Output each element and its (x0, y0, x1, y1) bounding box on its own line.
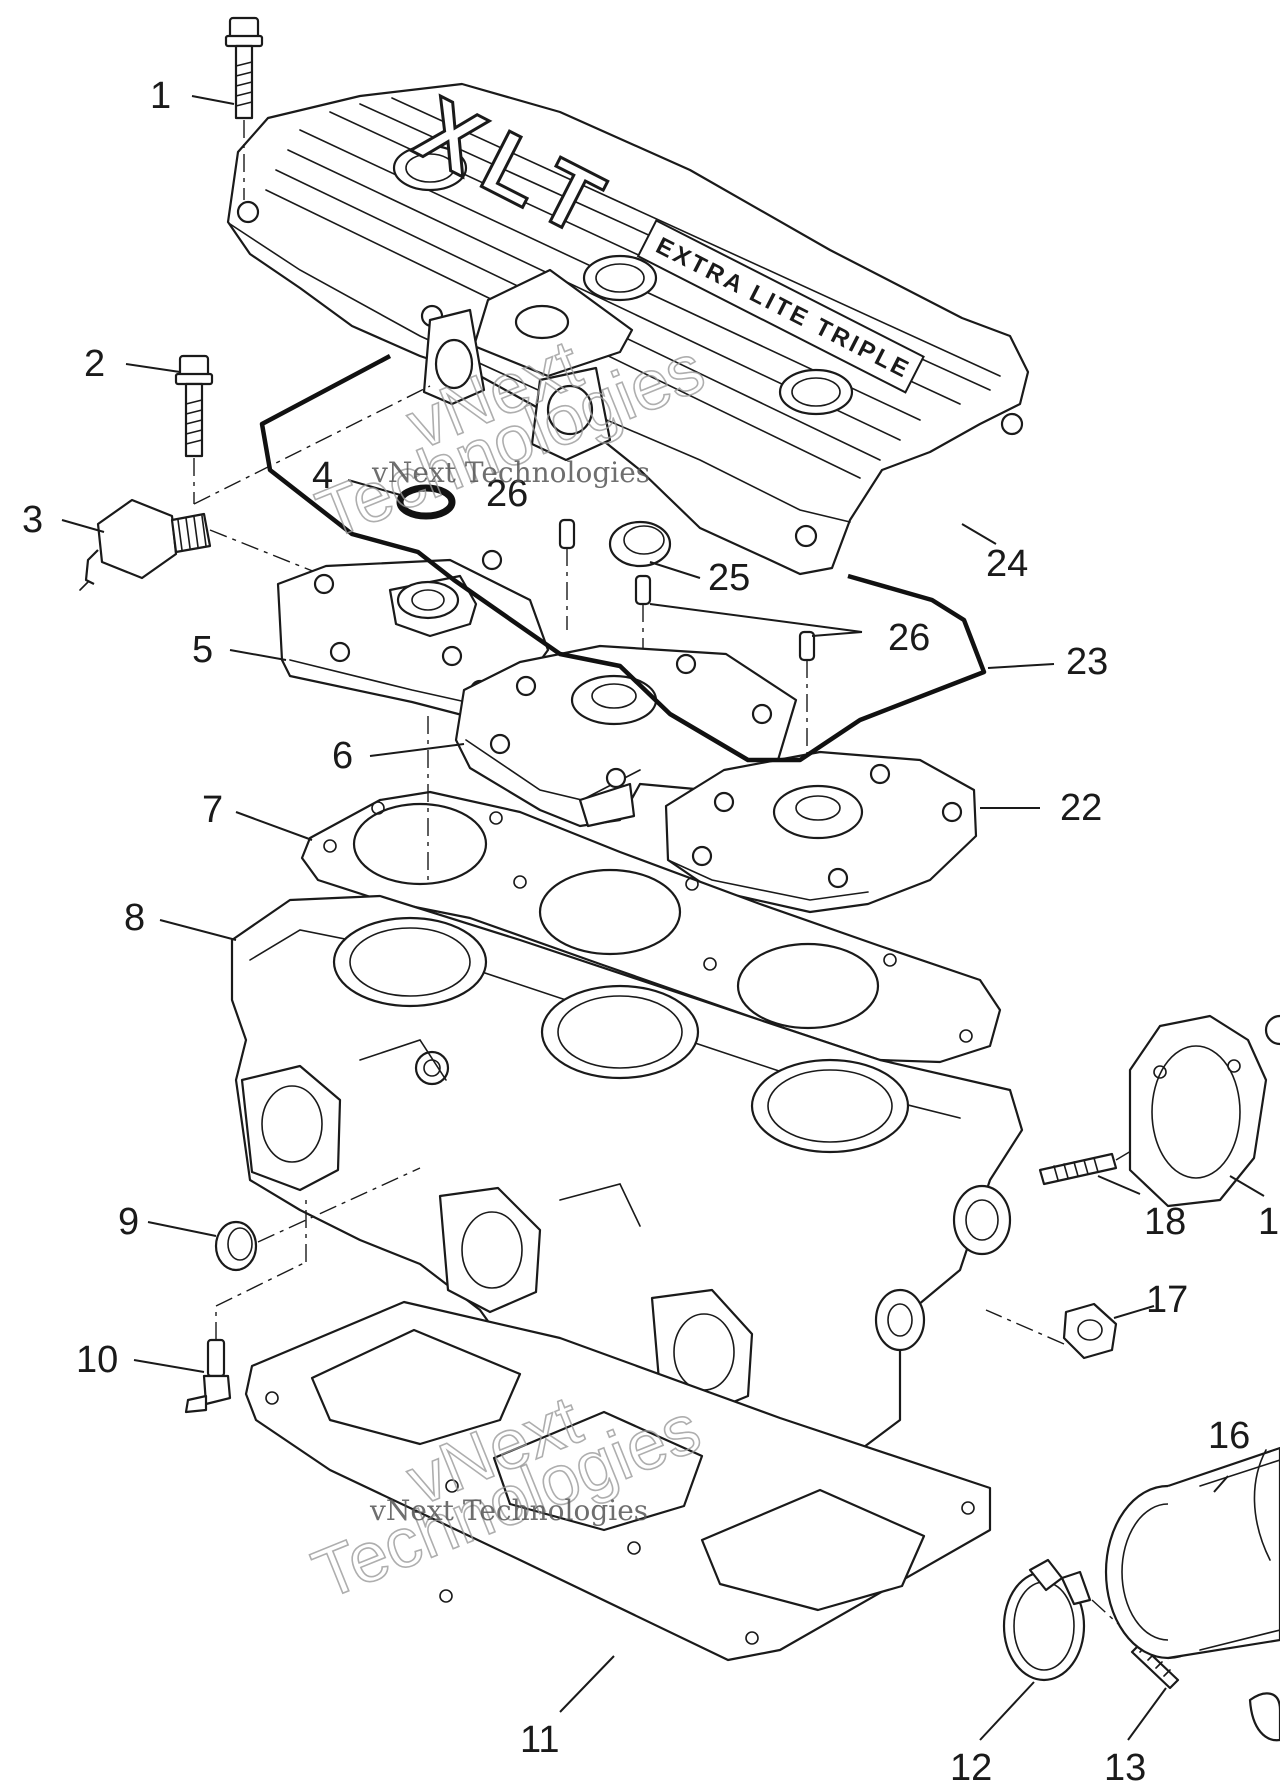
hose-clamp (1002, 1558, 1092, 1682)
callout-10: 10 (76, 1339, 118, 1381)
o-ring (396, 484, 456, 520)
callout-24: 24 (986, 543, 1028, 585)
dowel-pins (558, 518, 816, 760)
block-plug (214, 1167, 421, 1272)
watermark-text-upper: vNext Technologies (371, 456, 650, 489)
head-bolt (174, 354, 431, 505)
callout-6: 6 (332, 735, 353, 777)
callout-12: 12 (950, 1747, 992, 1789)
watermark-text-lower: vNext Technologies (369, 1494, 648, 1527)
cover-bolt (224, 16, 264, 200)
flange-nut (985, 1302, 1118, 1360)
callout-25: 25 (708, 557, 750, 599)
callout-5: 5 (192, 629, 213, 671)
bleed-fitting (184, 1196, 307, 1414)
cylinder-head-cover: XLT EXTRA LITE TRIPLE (226, 77, 1030, 576)
callout-7: 7 (202, 789, 223, 831)
base-gasket (244, 1300, 992, 1662)
callout-17: 17 (1146, 1279, 1188, 1321)
cylinder-head-right (664, 750, 978, 914)
callout-26-top: 26 (486, 473, 528, 515)
callout-18: 18 (1144, 1201, 1186, 1243)
callout-3: 3 (22, 499, 43, 541)
callout-4: 4 (312, 455, 333, 497)
callout-22: 22 (1060, 787, 1102, 829)
callout-8: 8 (124, 897, 145, 939)
callout-26: 26 (888, 617, 930, 659)
callout-2: 2 (84, 343, 105, 385)
callout-19: 1 (1258, 1201, 1279, 1243)
callout-13: 13 (1104, 1747, 1146, 1789)
temperature-sensor (79, 498, 331, 591)
callout-16: 16 (1208, 1415, 1250, 1457)
intake-adapter (1104, 1446, 1280, 1742)
head-gasket (300, 716, 1002, 1064)
intake-gasket (1128, 1014, 1280, 1208)
callout-11: 11 (520, 1719, 559, 1761)
callout-1: 1 (150, 75, 171, 117)
callout-labels: 1 2 3 4 5 6 7 8 9 10 11 12 13 16 17 18 1… (22, 75, 1279, 1789)
plug-cap (608, 520, 672, 568)
leader-lines (61, 95, 1265, 1741)
callout-23: 23 (1066, 641, 1108, 683)
callout-9: 9 (118, 1201, 139, 1243)
cover-gasket (259, 354, 987, 763)
